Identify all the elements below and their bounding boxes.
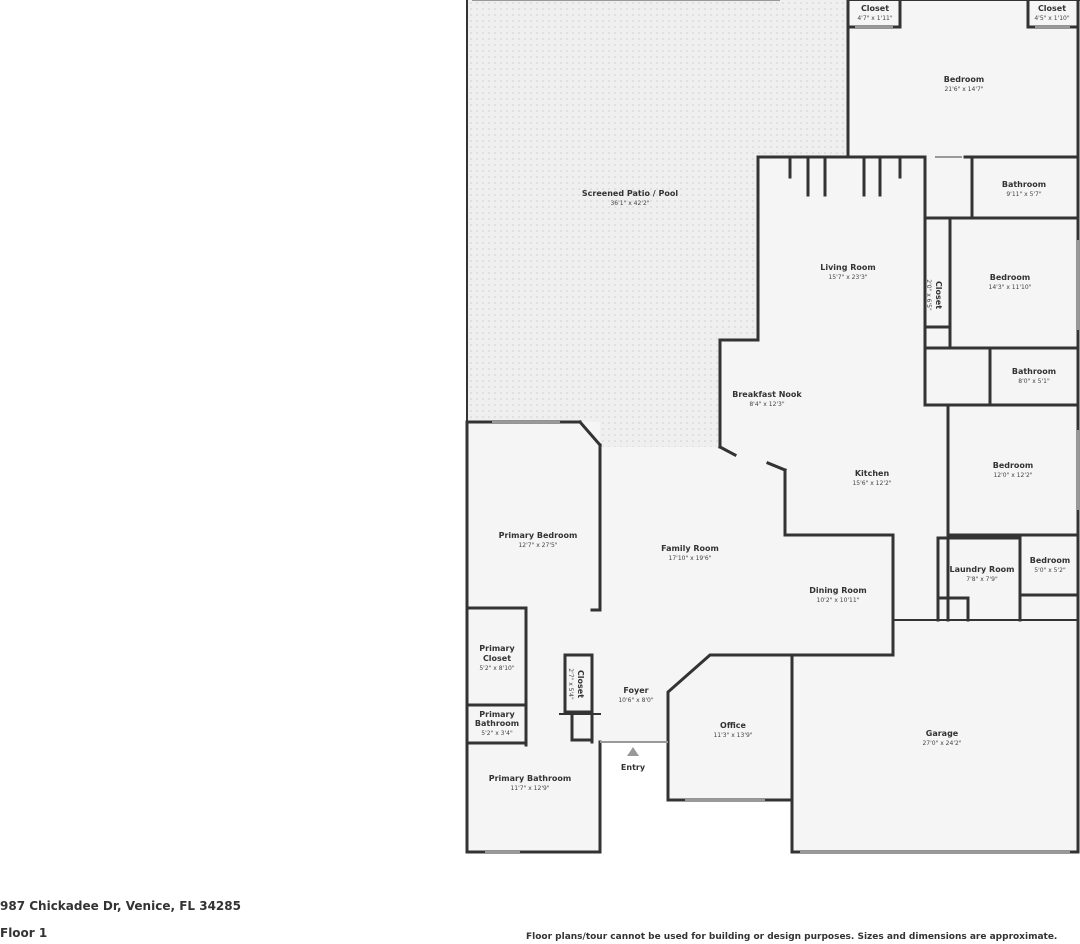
room-name: Closet — [861, 4, 889, 13]
room-name: Dining Room — [809, 586, 867, 595]
room-dims: 9'11" x 5'7" — [1006, 191, 1042, 198]
room-name: Primary Bedroom — [499, 531, 578, 540]
patio-area — [467, 0, 848, 447]
address: 987 Chickadee Dr, Venice, FL 34285 — [0, 899, 241, 913]
room-name: Screened Patio / Pool — [582, 189, 678, 198]
room-dims: 11'7" x 12'9" — [510, 785, 549, 792]
room-name: Closet — [934, 281, 943, 309]
room-dims: 15'6" x 12'2" — [852, 480, 891, 487]
room-0: Closet 4'7" x 1'11" — [857, 4, 893, 22]
room-name: Bathroom — [1012, 367, 1056, 376]
room-name: Foyer — [623, 686, 648, 695]
room-name: Bedroom — [990, 273, 1031, 282]
room-23: Primary Bathroom 11'7" x 12'9" — [489, 774, 572, 792]
room-6: Bedroom 14'3" x 11'10" — [989, 273, 1032, 291]
room-9: Breakfast Nook 8'4" x 12'3" — [732, 390, 802, 408]
house-floor — [467, 0, 1080, 852]
entry-label: Entry — [621, 763, 646, 772]
room-dims: 8'0" x 5'1" — [1018, 378, 1050, 385]
room-name: Bathroom — [1002, 180, 1046, 189]
room-name: Closet — [1038, 4, 1066, 13]
room-name: Bedroom — [944, 75, 985, 84]
room-3: Screened Patio / Pool 36'1" x 42'2" — [582, 189, 678, 207]
room-dims: 15'7" x 23'3" — [828, 274, 867, 281]
room-11: Bedroom 12'0" x 12'2" — [993, 461, 1034, 479]
room-dims: 8'4" x 12'3" — [749, 401, 785, 408]
room-name: Family Room — [661, 544, 719, 553]
room-2: Bedroom 21'6" x 14'7" — [944, 75, 985, 93]
room-name: Kitchen — [855, 469, 890, 478]
room-dims: 21'6" x 14'7" — [944, 86, 983, 93]
room-name: Breakfast Nook — [732, 390, 802, 399]
entry-arrow-icon — [627, 747, 639, 756]
room-13: Family Room 17'10" x 19'6" — [661, 544, 719, 562]
room-dims: 2'7" x 5'4" — [567, 668, 574, 700]
room-5: Living Room 15'7" x 23'3" — [820, 263, 876, 281]
room-name: Living Room — [820, 263, 876, 272]
room-name: Primary — [479, 710, 515, 719]
room-12: Primary Bedroom 12'7" x 27'5" — [499, 531, 578, 549]
room-dims: 5'0" x 5'2" — [1034, 567, 1066, 574]
room-dims: 4'5" x 1'10" — [1034, 15, 1070, 22]
room-8: Bathroom 8'0" x 5'1" — [1012, 367, 1056, 385]
floor-label: Floor 1 — [0, 926, 48, 940]
room-name: Closet — [576, 670, 585, 698]
room-dims: 11'3" x 13'9" — [713, 732, 752, 739]
room-16: Dining Room 10'2" x 10'11" — [809, 586, 867, 604]
room-dims: 10'6" x 8'0" — [618, 697, 654, 704]
room-19: Foyer 10'6" x 8'0" — [618, 686, 654, 704]
room-name: Primary — [479, 644, 515, 653]
room-dims: 5'2" x 3'4" — [481, 730, 513, 737]
room-20: Office 11'3" x 13'9" — [713, 721, 752, 739]
room-name-line2: Bathroom — [475, 719, 519, 728]
room-name: Bedroom — [993, 461, 1034, 470]
room-labels: Closet 4'7" x 1'11" Closet 4'5" x 1'10" Bedr… — [475, 4, 1070, 792]
room-name: Office — [720, 721, 746, 730]
room-dims: 12'7" x 27'5" — [518, 542, 557, 549]
room-15: Bedroom 5'0" x 5'2" — [1030, 556, 1071, 574]
room-1: Closet 4'5" x 1'10" — [1034, 4, 1070, 22]
room-dims: 36'1" x 42'2" — [610, 200, 649, 207]
room-dims: 2'0" x 6'5" — [925, 279, 932, 311]
room-name: Garage — [926, 729, 959, 738]
room-name: Laundry Room — [949, 565, 1014, 574]
room-name-line2: Closet — [483, 654, 511, 663]
room-21: Garage 27'0" x 24'2" — [922, 729, 961, 747]
room-dims: 7'8" x 7'9" — [966, 576, 998, 583]
disclaimer: Floor plans/tour cannot be used for buil… — [526, 932, 1058, 942]
room-name: Primary Bathroom — [489, 774, 572, 783]
room-14: Laundry Room 7'8" x 7'9" — [949, 565, 1014, 583]
room-4: Bathroom 9'11" x 5'7" — [1002, 180, 1046, 198]
openings — [472, 0, 1079, 853]
room-dims: 27'0" x 24'2" — [922, 740, 961, 747]
room-dims: 5'2" x 8'10" — [479, 665, 515, 672]
room-dims: 12'0" x 12'2" — [993, 472, 1032, 479]
room-dims: 17'10" x 19'6" — [669, 555, 712, 562]
room-name: Bedroom — [1030, 556, 1071, 565]
room-dims: 10'2" x 10'11" — [817, 597, 860, 604]
room-10: Kitchen 15'6" x 12'2" — [852, 469, 891, 487]
room-dims: 4'7" x 1'11" — [857, 15, 893, 22]
room-dims: 14'3" x 11'10" — [989, 284, 1032, 291]
